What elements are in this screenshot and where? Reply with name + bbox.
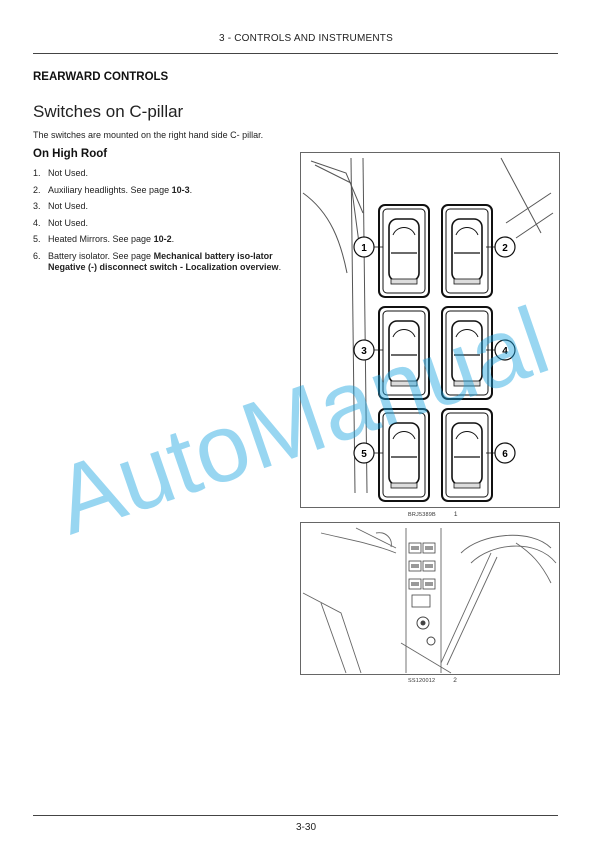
- rocker-switch-6: [441, 408, 493, 502]
- list-item: 2.Auxiliary headlights. See page 10-3.: [33, 184, 193, 195]
- running-header: 3 - CONTROLS AND INSTRUMENTS: [219, 33, 393, 44]
- callout-4: 4: [502, 346, 508, 357]
- header-rule: [33, 53, 558, 54]
- cab-pillar-figure: [300, 522, 560, 675]
- callout-2: 2: [502, 243, 508, 254]
- list-item: 3.Not Used.: [33, 201, 89, 211]
- rocker-switch-5: [378, 408, 430, 502]
- page-reference-link[interactable]: 10-3: [171, 184, 190, 195]
- switch-list: 1.Not Used. 2.Auxiliary headlights. See …: [33, 168, 293, 278]
- page-number: 3-30: [295, 822, 316, 833]
- list-heading: On High Roof: [33, 148, 108, 160]
- footer-rule: [33, 815, 558, 816]
- list-item: 4.Not Used.: [33, 217, 89, 228]
- callout-6: 6: [502, 449, 508, 460]
- intro-paragraph: The switches are mounted on the right ha…: [33, 130, 264, 140]
- list-item: 1.Not Used.: [33, 168, 89, 178]
- rocker-switch-1: [378, 204, 430, 298]
- rocker-switch-3: [378, 306, 430, 400]
- rocker-switch-4: [441, 306, 493, 400]
- list-item: 5.Heated Mirrors. See page 10-2.: [33, 234, 175, 244]
- switch-panel-figure: 1 2 3 4 5 6: [300, 152, 560, 508]
- callout-3: 3: [361, 346, 367, 357]
- page-reference-link[interactable]: 10-2: [153, 234, 172, 244]
- list-item: 6.Battery isolator. See page Mechanical …: [33, 250, 282, 272]
- page-reference-link[interactable]: Mechanical battery iso-lator Negative (-…: [48, 250, 279, 272]
- rocker-switch-2: [441, 204, 493, 298]
- callout-1: 1: [361, 243, 367, 254]
- section-title: REARWARD CONTROLS: [33, 71, 169, 83]
- subsection-title: Switches on C-pillar: [33, 102, 184, 121]
- rocker-switch-group: [378, 204, 493, 502]
- callout-5: 5: [361, 449, 367, 460]
